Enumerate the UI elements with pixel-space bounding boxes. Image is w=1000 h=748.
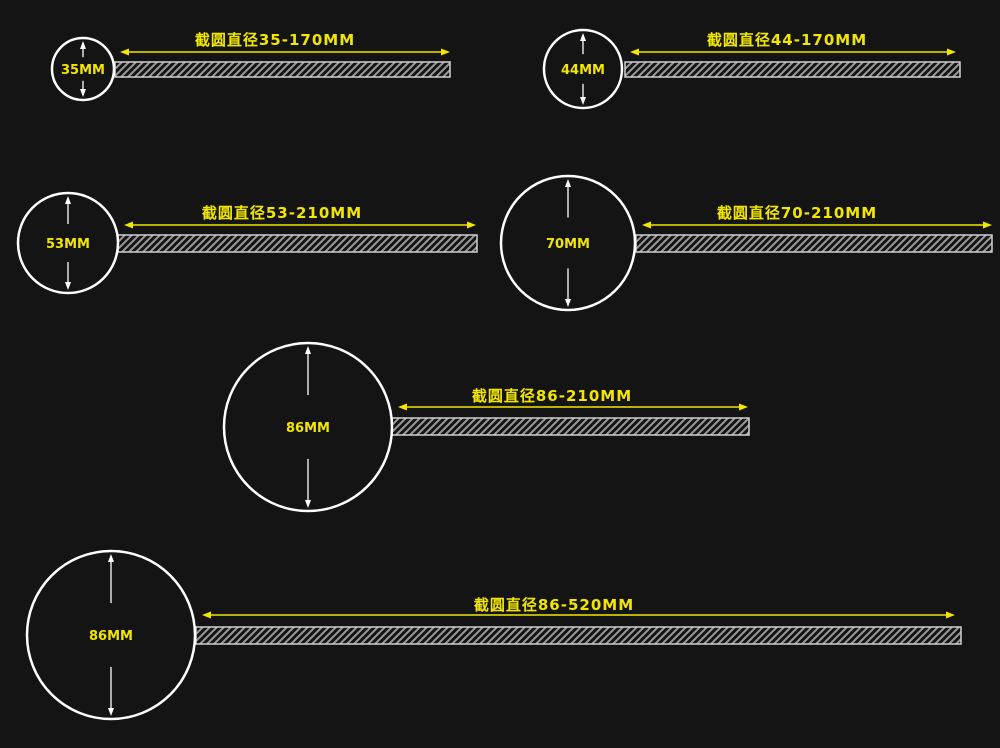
range-label: 截圆直径70-210MM [717,204,877,222]
arrow-up-icon [80,41,86,49]
bar-hatch [392,418,749,435]
diameter-label: 70MM [546,237,590,252]
arrow-right-icon [739,403,748,411]
arrow-right-icon [947,48,956,56]
diameter-label: 86MM [89,629,133,644]
range-label: 截圆直径86-210MM [472,387,632,405]
arrow-up-icon [108,554,114,562]
arrow-up-icon [305,346,311,354]
cross-section-circle [542,28,624,110]
tool-item-3: 53MM 截圆直径53-210MM [16,191,478,295]
arrow-left-icon [124,221,133,229]
bar-hatch [196,627,961,644]
arrow-down-icon [305,500,311,508]
arrow-left-icon [398,403,407,411]
cross-section-circle [499,174,637,312]
arrow-left-icon [630,48,639,56]
bar-hatch [636,235,992,252]
arrow-right-icon [467,221,476,229]
diameter-label: 35MM [61,63,105,78]
range-label: 截圆直径53-210MM [202,204,362,222]
diameter-label: 53MM [46,237,90,252]
cross-section-circle [16,191,120,295]
arrow-left-icon [642,221,651,229]
cross-section-circle [50,36,116,102]
bar-hatch [118,235,477,252]
arrow-up-icon [565,179,571,187]
arrow-left-icon [202,611,211,619]
diameter-label: 86MM [286,421,330,436]
bar-outline [624,61,961,78]
tool-item-5: 86MM 截圆直径86-210MM [222,341,750,513]
cross-section-circle [25,549,197,721]
arrow-down-icon [565,299,571,307]
range-label: 截圆直径86-520MM [474,596,634,614]
tool-item-1: 35MM 截圆直径35-170MM [50,31,451,102]
arrow-up-icon [65,196,71,204]
cross-section-circle [222,341,394,513]
arrow-up-icon [580,33,586,41]
range-label: 截圆直径44-170MM [707,31,867,49]
arrow-right-icon [441,48,450,56]
arrow-left-icon [120,48,129,56]
arrow-down-icon [80,89,86,97]
tool-item-6: 86MM 截圆直径86-520MM [25,549,962,721]
range-label: 截圆直径35-170MM [195,31,355,49]
tool-item-2: 44MM 截圆直径44-170MM [542,28,961,110]
arrow-right-icon [946,611,955,619]
bar-hatch [115,62,450,77]
bar-hatch [625,62,960,77]
arrow-down-icon [108,708,114,716]
arrow-right-icon [983,221,992,229]
tool-item-4: 70MM 截圆直径70-210MM [499,174,993,312]
arrow-down-icon [580,97,586,105]
diameter-label: 44MM [561,63,605,78]
arrow-down-icon [65,282,71,290]
